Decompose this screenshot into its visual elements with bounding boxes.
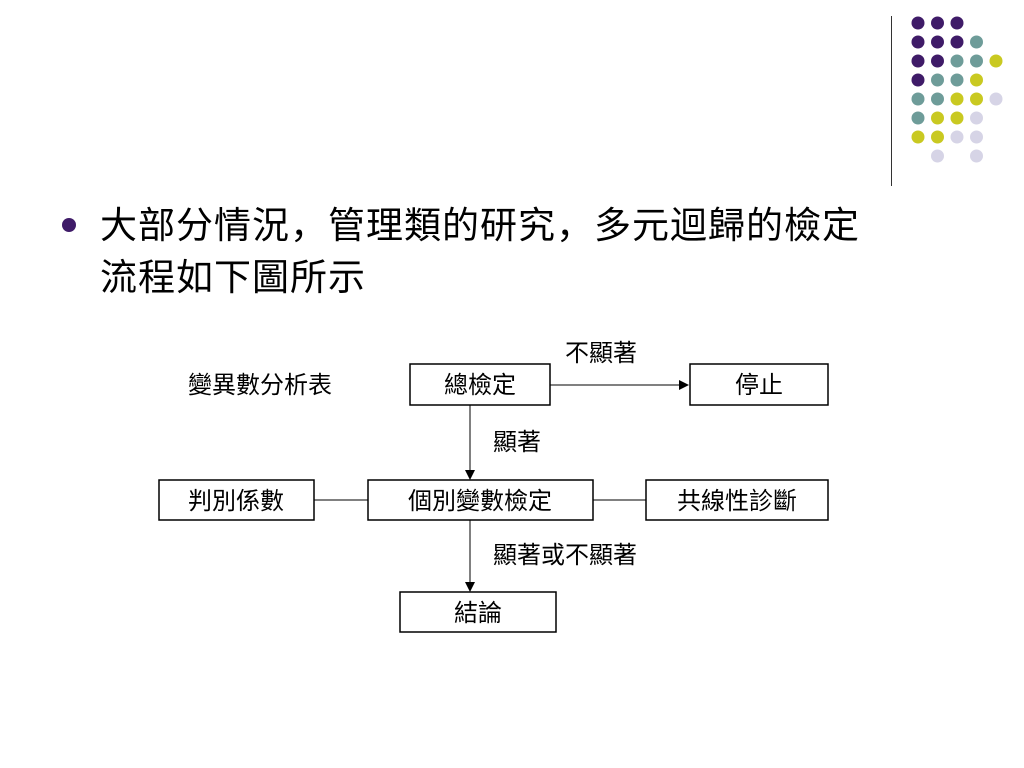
significant-or-not-label: 顯著或不顯著 [493,541,637,569]
decorative-dot [970,54,983,68]
bullet-dot-icon [62,218,76,232]
decorative-dot [931,54,944,68]
regression-test-flowchart: 總檢定 停止 個別變數檢定 判別係數 共線性診斷 結論 變異數分析表 不顯著 顯… [158,339,829,633]
overall-test-text: 總檢定 [444,371,516,399]
decorative-dot [950,92,964,106]
conclusion-text: 結論 [454,599,502,627]
decorative-dot [950,54,964,68]
decorative-dot [931,35,944,49]
decorative-dot [911,111,925,125]
decorative-dot [931,130,944,144]
individual-test-box: 個別變數檢定 [367,479,594,521]
decorative-dot [931,111,944,125]
decorative-dot [931,92,944,106]
decorative-dot [950,35,964,49]
significant-label: 顯著 [493,428,541,456]
decorative-dot [950,130,964,144]
decorative-dot [970,92,983,106]
decorative-dot [911,16,925,30]
decorative-dot [931,73,944,87]
decorative-dot [911,35,925,49]
bullet-line-1: 大部分情況，管理類的研究，多元迴歸的檢定 [100,204,860,247]
stop-box: 停止 [689,363,829,406]
decorative-dot [911,73,925,87]
determination-coef-text: 判別係數 [188,487,284,515]
stop-text: 停止 [735,371,783,399]
decorative-dot [950,111,964,125]
individual-test-text: 個別變數檢定 [408,487,552,515]
decorative-dot [970,73,983,87]
decorative-dot [931,149,944,163]
decorative-dot [950,16,964,30]
decorative-vertical-line [891,16,892,186]
bullet-line-2: 流程如下圖所示 [100,256,366,299]
decorative-dot [950,73,964,87]
decorative-dot [911,54,925,68]
decorative-dot [911,130,925,144]
decorative-dot [970,35,983,49]
anova-table-label: 變異數分析表 [188,371,332,399]
decorative-dot-grid [911,16,1003,163]
decorative-dot [970,149,983,163]
determination-coef-box: 判別係數 [158,479,315,521]
overall-test-box: 總檢定 [409,363,551,406]
decorative-dot [970,130,983,144]
decorative-dot [989,92,1003,106]
decorative-dot [911,92,925,106]
bullet-text: 大部分情況，管理類的研究，多元迴歸的檢定 流程如下圖所示 [100,200,980,304]
decorative-dot [989,54,1003,68]
not-significant-label: 不顯著 [565,339,637,367]
decorative-dot [931,16,944,30]
decorative-dot [970,111,983,125]
collinearity-box: 共線性診斷 [645,479,829,521]
collinearity-text: 共線性診斷 [677,487,797,515]
conclusion-box: 結論 [399,591,557,633]
